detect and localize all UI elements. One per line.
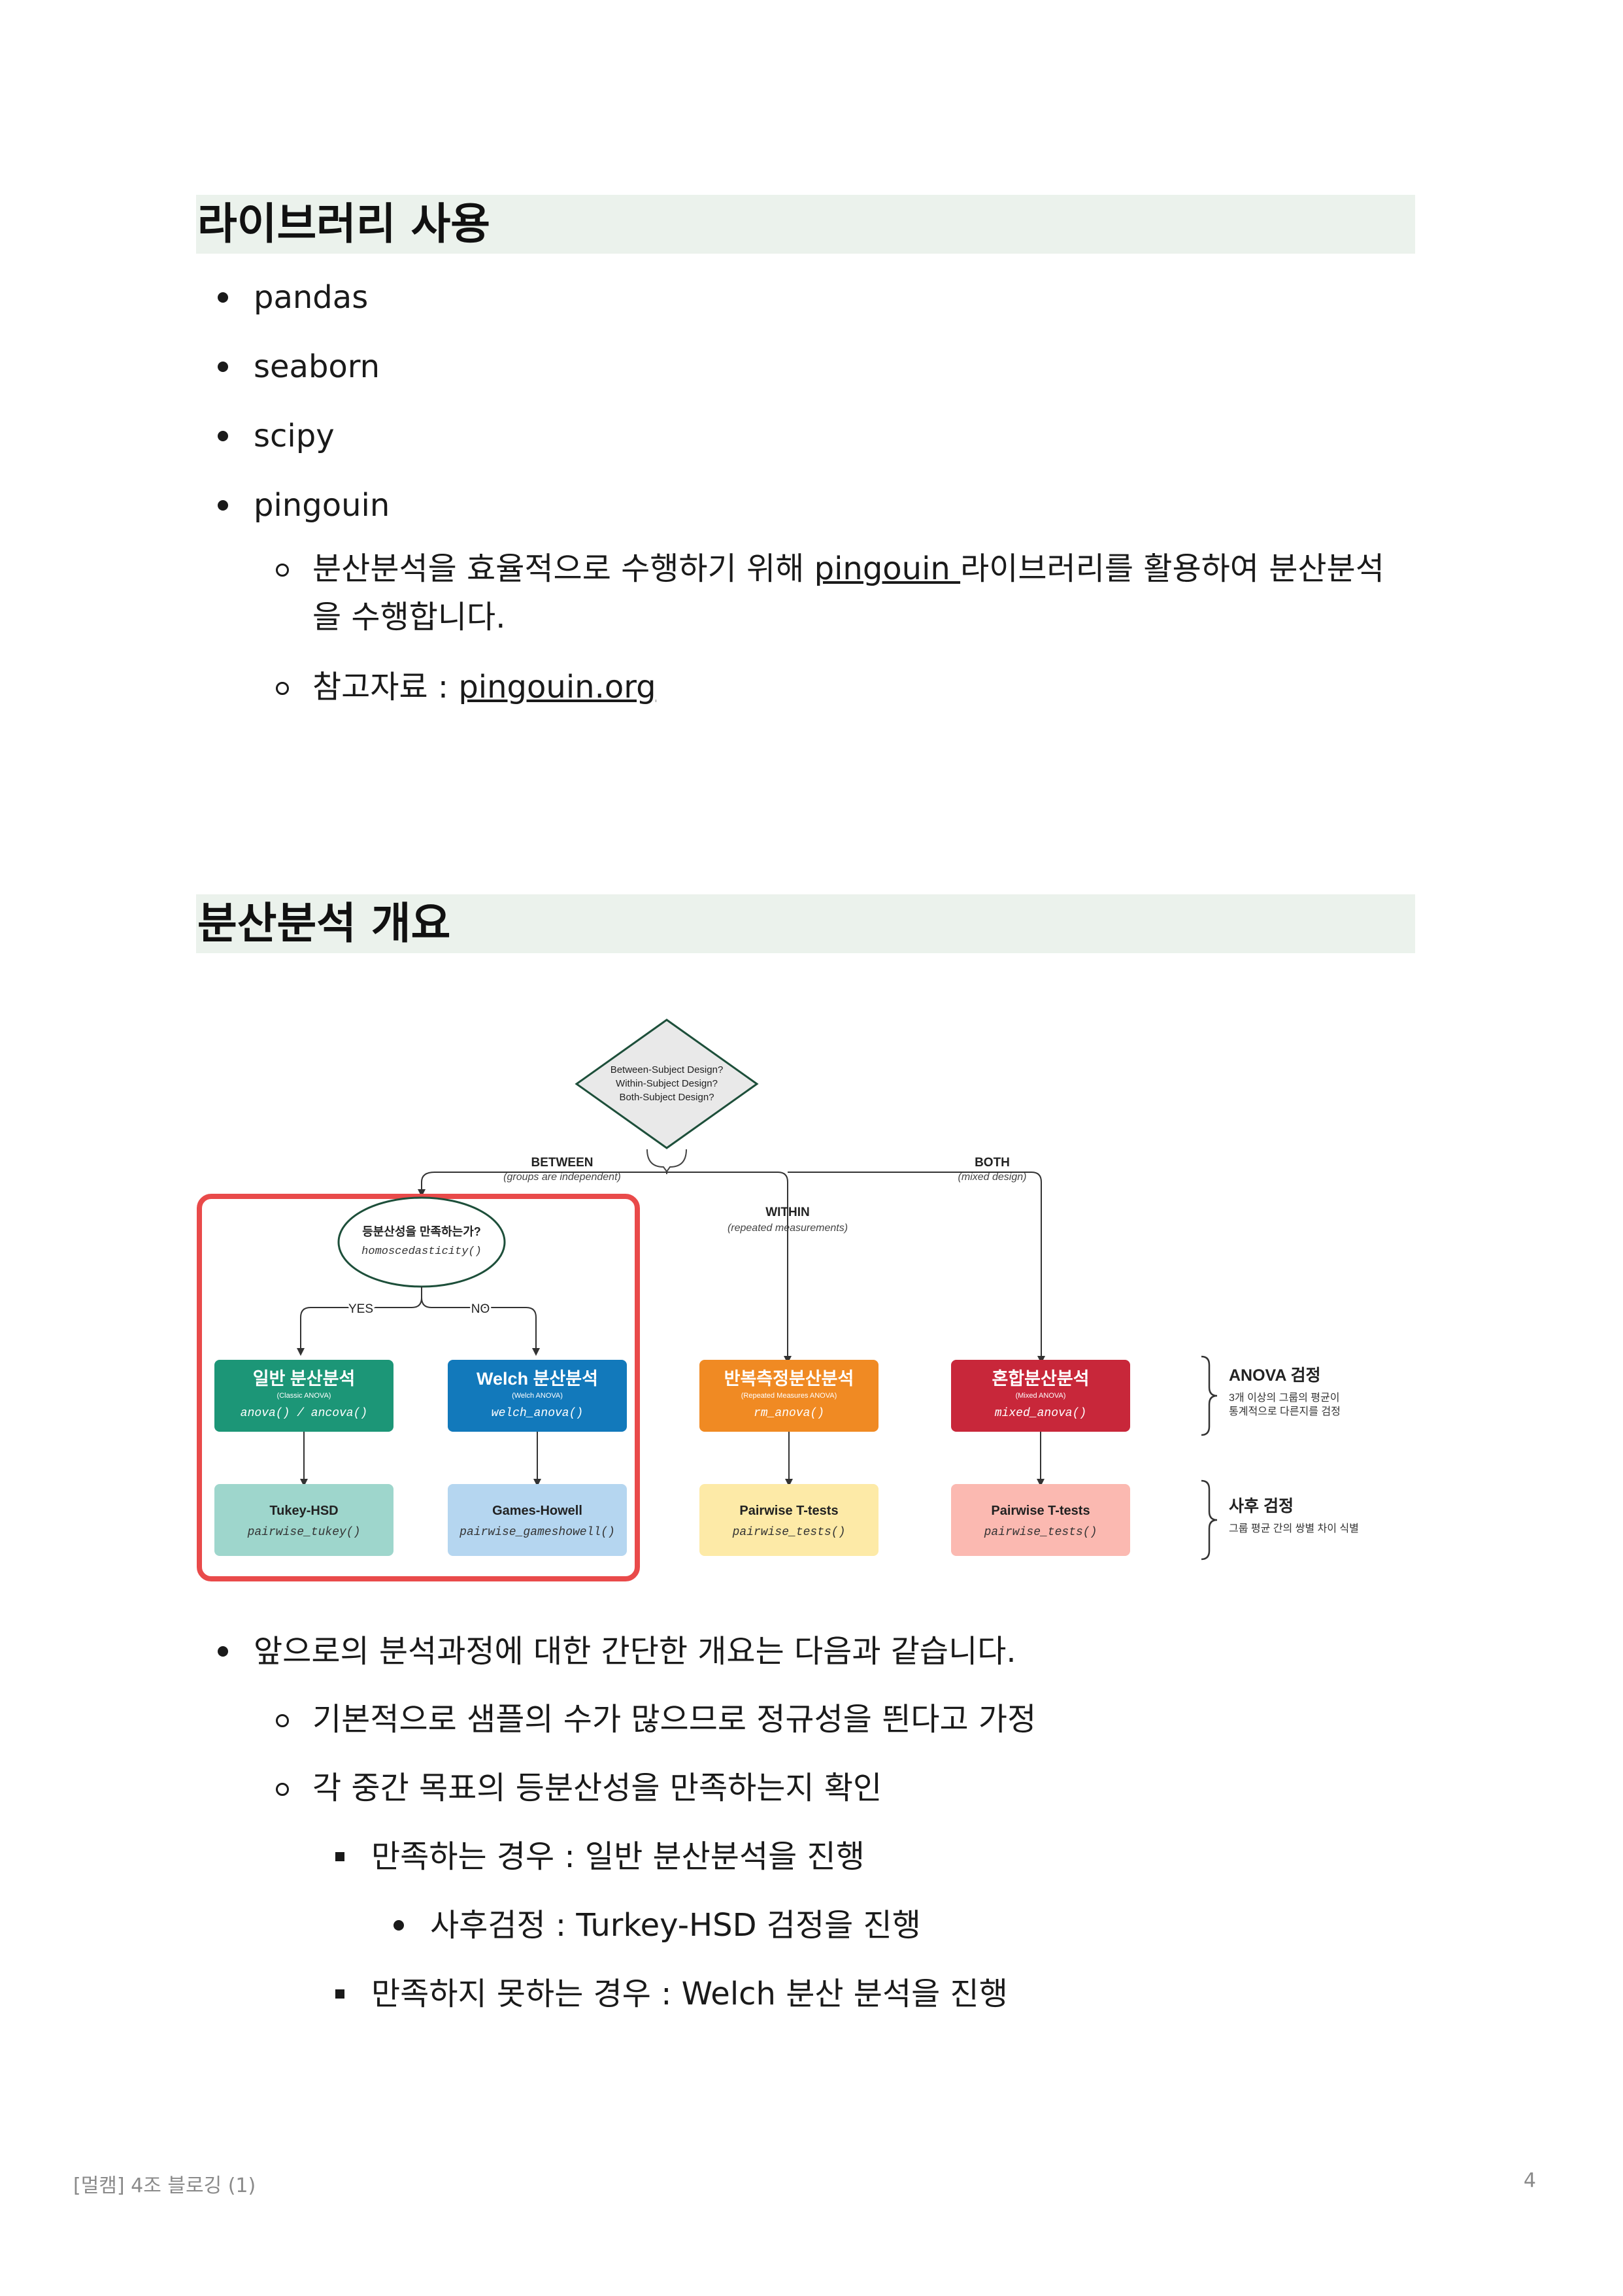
anova-box-title: 반복측정분산분석 — [724, 1369, 854, 1389]
anova-box-sub: (Repeated Measures ANOVA) — [741, 1392, 837, 1400]
sub-bullet — [276, 564, 289, 577]
within-connector — [667, 1172, 792, 1364]
sub-bullet — [276, 1783, 289, 1796]
posthoc-box-func: pairwise_tests() — [732, 1526, 846, 1539]
anova-box-func: welch_anova() — [492, 1407, 583, 1420]
posthoc-box-games-howell: Games-Howell pairwise_gameshowell() — [448, 1484, 627, 1556]
section-heading-anova-overview: 분산분석 개요 — [196, 894, 1415, 953]
homoscedasticity-check: 각 중간 목표의 등분산성을 만족하는지 확인 — [312, 1770, 882, 1806]
sub-bullet — [276, 682, 289, 695]
sub-sub-bullet — [335, 1852, 344, 1861]
overview-intro: 앞으로의 분석과정에 대한 간단한 개요는 다음과 같습니다. — [254, 1633, 1016, 1670]
yes-connector — [297, 1287, 422, 1356]
list-item-pingouin: pingouin — [254, 487, 390, 524]
list-item-scipy: scipy — [254, 418, 335, 454]
bullet — [218, 431, 228, 441]
anova-box-func: rm_anova() — [754, 1407, 824, 1420]
both-connector — [788, 1172, 1045, 1364]
posthoc-box-func: pairwise_tukey() — [247, 1526, 361, 1539]
anova-box-sub: (Welch ANOVA) — [512, 1392, 563, 1400]
anova-box-title: 일반 분산분석 — [253, 1369, 356, 1389]
posthoc-box-title: Tukey-HSD — [269, 1504, 338, 1518]
anova-box-welch: Welch 분산분석 (Welch ANOVA) welch_anova() — [448, 1360, 627, 1432]
pingouin-note-line2: 을 수행합니다. — [312, 599, 506, 635]
posthoc-note-title: 사후 검정 — [1229, 1497, 1294, 1515]
decision-text-3: Both-Subject Design? — [619, 1092, 714, 1103]
sub-sub-bullet — [335, 1989, 344, 1999]
pingouin-note-line1: 분산분석을 효율적으로 수행하기 위해 pingouin 라이브러리를 활용하여… — [312, 545, 1384, 593]
anova-box-sub: (Classic ANOVA) — [277, 1392, 331, 1400]
posthoc-box-title: Pairwise T-tests — [991, 1504, 1090, 1518]
posthoc-brace — [1201, 1479, 1218, 1561]
branch-brace — [646, 1149, 687, 1173]
anova-brace — [1201, 1355, 1218, 1436]
anova-box-sub: (Mixed ANOVA) — [1016, 1392, 1066, 1400]
highlight-frame — [197, 1194, 640, 1581]
yes-label: YES — [348, 1302, 373, 1316]
anova-note-line1: 3개 이상의 그룹의 평균이 — [1229, 1392, 1339, 1404]
bullet — [218, 292, 228, 303]
decision-diamond — [575, 1019, 759, 1149]
anova-box-mixed: 혼합분산분석 (Mixed ANOVA) mixed_anova() — [951, 1360, 1130, 1432]
posthoc-box-pairwise-mixed: Pairwise T-tests pairwise_tests() — [951, 1484, 1130, 1556]
between-label: BETWEEN — [531, 1156, 594, 1170]
homoscedasticity-node — [337, 1196, 506, 1288]
list-item-pandas: pandas — [254, 279, 369, 316]
both-sub: (mixed design) — [958, 1172, 1027, 1183]
bullet — [218, 362, 228, 372]
anova-box-repeated: 반복측정분산분석 (Repeated Measures ANOVA) rm_an… — [699, 1360, 878, 1432]
satisfied-case: 만족하는 경우 : 일반 분산분석을 진행 — [371, 1838, 865, 1875]
no-label: NO — [471, 1302, 490, 1316]
bullet — [218, 500, 228, 511]
reference-line: 참고자료 : pingouin.org — [312, 663, 656, 711]
no-connector — [421, 1297, 540, 1356]
page-number: 4 — [1523, 2169, 1536, 2192]
posthoc-box-title: Games-Howell — [492, 1504, 582, 1518]
posthoc-box-pairwise-rm: Pairwise T-tests pairwise_tests() — [699, 1484, 878, 1556]
note-text: 분산분석을 효율적으로 수행하기 위해 — [312, 550, 814, 587]
footer-title: [멀캠] 4조 블로깅 (1) — [73, 2174, 256, 2197]
decision-text-2: Within-Subject Design? — [616, 1078, 718, 1089]
posthoc-box-func: pairwise_gameshowell() — [459, 1526, 615, 1539]
sub-bullet — [276, 1714, 289, 1727]
anova-note-line2: 통계적으로 다른지를 검정 — [1229, 1406, 1341, 1417]
within-label: WITHIN — [765, 1206, 810, 1219]
posthoc-box-title: Pairwise T-tests — [739, 1504, 838, 1518]
normality-assumption: 기본적으로 샘플의 수가 많으므로 정규성을 띈다고 가정 — [312, 1701, 1037, 1738]
note-text: 라이브러리를 활용하여 분산분석 — [960, 550, 1384, 587]
anova-box-title: 혼합분산분석 — [992, 1369, 1089, 1389]
posthoc-box-tukey: Tukey-HSD pairwise_tukey() — [214, 1484, 393, 1556]
both-label: BOTH — [975, 1156, 1010, 1170]
bullet — [393, 1920, 404, 1931]
homo-label: 등분산성을 만족하는가? — [362, 1225, 481, 1238]
not-satisfied-case: 만족하지 못하는 경우 : Welch 분산 분석을 진행 — [371, 1976, 1008, 2012]
homo-func: homoscedasticity() — [361, 1245, 482, 1258]
bullet — [218, 1646, 228, 1657]
anova-box-classic: 일반 분산분석 (Classic ANOVA) anova() / ancova… — [214, 1360, 393, 1432]
decision-text-1: Between-Subject Design? — [611, 1064, 724, 1075]
posthoc-note-line1: 그룹 평균 간의 쌍별 차이 식별 — [1229, 1523, 1359, 1534]
anova-box-func: anova() / ancova() — [241, 1407, 367, 1420]
posthoc-box-func: pairwise_tests() — [984, 1526, 1097, 1539]
between-sub: (groups are independent) — [503, 1172, 621, 1183]
between-connector — [418, 1172, 667, 1197]
reference-label: 참고자료 : — [312, 669, 459, 705]
anova-note-title: ANOVA 검정 — [1229, 1366, 1320, 1385]
anova-box-func: mixed_anova() — [995, 1407, 1086, 1420]
within-sub: (repeated measurements) — [728, 1223, 848, 1234]
list-item-seaborn: seaborn — [254, 348, 380, 385]
posthoc-test: 사후검정 : Turkey-HSD 검정을 진행 — [430, 1907, 921, 1944]
pingouin-org-link[interactable]: pingouin.org — [458, 669, 656, 705]
anova-flowchart: Between-Subject Design? Within-Subject D… — [197, 1019, 1359, 1581]
section-heading-libraries: 라이브러리 사용 — [196, 195, 1415, 254]
pingouin-link[interactable]: pingouin — [814, 550, 961, 587]
anova-box-title: Welch 분산분석 — [477, 1369, 598, 1389]
